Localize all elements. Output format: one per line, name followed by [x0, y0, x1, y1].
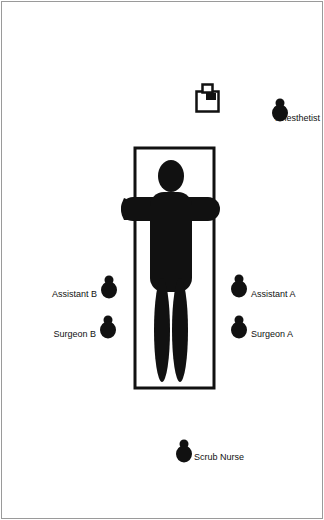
role-label: Scrub Nurse [194, 452, 244, 463]
operating-table [135, 148, 214, 388]
surgeon-a-icon [231, 316, 247, 339]
patient-figure [121, 160, 220, 382]
role-label: Surgeon B [53, 329, 96, 340]
scrub-nurse-icon [176, 440, 192, 463]
assistant-b-icon [101, 276, 117, 299]
anesthesia-machine [197, 85, 219, 112]
role-label: Anesthetist [275, 113, 320, 124]
role-label: Assistant B [52, 289, 97, 300]
role-label: Surgeon A [251, 329, 293, 340]
assistant-a-icon [231, 275, 247, 298]
role-label: Assistant A [251, 289, 296, 300]
surgeon-b-icon [100, 316, 116, 339]
